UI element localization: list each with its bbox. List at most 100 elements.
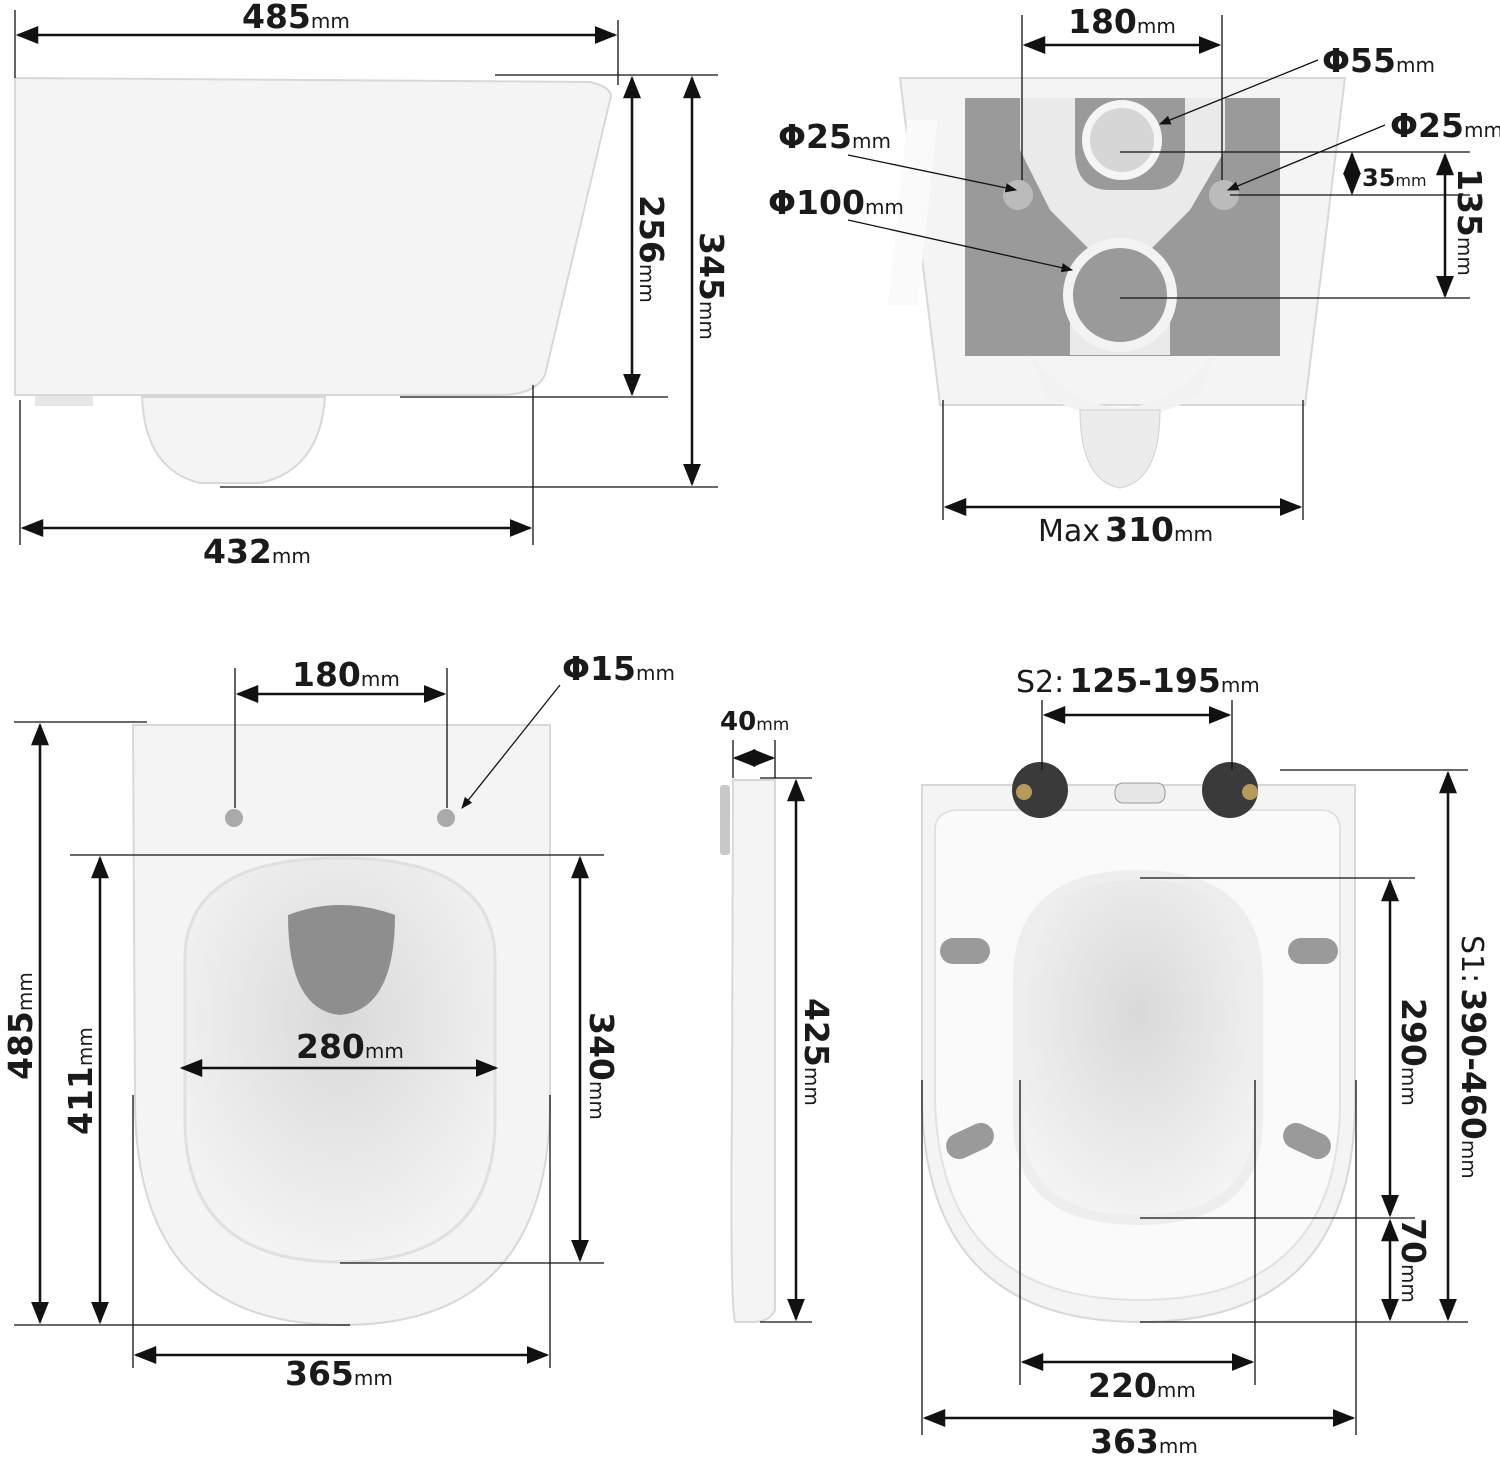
- dimension-label-part: S2:: [1016, 665, 1064, 700]
- bolt-hole-left: [1003, 180, 1033, 210]
- dimension-label-part: 425: [797, 998, 836, 1067]
- dimension-label: 180mm: [1068, 2, 1176, 41]
- dimension-label-part: mm: [361, 667, 400, 691]
- dimension-line: [1226, 124, 1386, 191]
- side-length-top-label: 485mm: [242, 0, 350, 36]
- drawing-shape: [1114, 782, 1166, 804]
- dimension-label: 180mm: [292, 655, 400, 694]
- dimension-line: [847, 219, 1074, 273]
- toilet-body-side: [14, 76, 612, 396]
- dimension-label-part: 280: [296, 1027, 365, 1066]
- dimension-label-part: 365: [285, 1354, 354, 1393]
- dimension-label: S2: 125-195mm: [1016, 661, 1260, 700]
- dimension-label-part: Φ25: [1390, 106, 1464, 145]
- dimension-label-part: mm: [1221, 673, 1260, 697]
- inlet-hole: [1082, 100, 1162, 180]
- dimension-label-part: mm: [1397, 1067, 1421, 1106]
- dimension-label-part: 35: [1362, 164, 1395, 192]
- dimension-label-part: 135: [1450, 168, 1489, 237]
- dimension-label-part: S1:: [1454, 935, 1489, 983]
- dimension-label-part: 432: [203, 532, 272, 571]
- dimension-label-part: 125-195: [1069, 661, 1220, 700]
- dimension-label: Φ55mm: [1322, 41, 1435, 80]
- dimension-label-part: Φ25: [778, 117, 852, 156]
- dimension-label: S1: 390-460mm: [1454, 935, 1493, 1179]
- dimension-label: 290mm: [1394, 998, 1433, 1106]
- drawing-shape: [1079, 409, 1161, 489]
- dimension-label-part: mm: [1457, 1140, 1481, 1179]
- dimension-label: 280mm: [296, 1027, 404, 1066]
- seat-opening: [1013, 869, 1263, 1226]
- dimension-label: Φ25mm: [778, 117, 891, 156]
- dimension-label-part: mm: [354, 1366, 393, 1390]
- dimension-label: Φ25mm: [1390, 106, 1500, 145]
- seat-bumper: [940, 938, 990, 964]
- dimension-label-part: mm: [73, 1027, 97, 1066]
- dimension-label-part: mm: [13, 972, 37, 1011]
- dimension-label-part: mm: [272, 544, 311, 568]
- drawing-shape: [1030, 355, 1215, 418]
- dimension-label-part: mm: [1453, 237, 1477, 276]
- dimension-label-part: mm: [635, 264, 659, 303]
- dimension-label-part: mm: [1464, 118, 1500, 142]
- side-height-total-label: 345mm: [692, 232, 731, 340]
- dimension-label-part: 256: [632, 195, 671, 264]
- dimension-label-part: mm: [852, 129, 891, 153]
- dimension-label-part: 340: [582, 1012, 621, 1081]
- dimension-label-part: Φ55: [1322, 41, 1396, 80]
- top-view: 180mm Φ15mm 485mm 411mm 280mm 340mm 365m…: [1, 649, 675, 1393]
- dimension-label-part: 485: [1, 1011, 40, 1080]
- dimension-label-part: 345: [692, 232, 731, 301]
- dimension-label-part: mm: [1159, 1434, 1198, 1458]
- dimension-label-part: 310: [1105, 510, 1174, 549]
- seat-hole-left: [225, 809, 243, 827]
- dimension-label-part: 363: [1090, 1422, 1159, 1458]
- dimension-label-part: Φ15: [562, 649, 636, 688]
- dimension-label-part: mm: [636, 661, 675, 685]
- dimension-label-part: 180: [1068, 2, 1137, 41]
- seat-hole-right: [437, 809, 455, 827]
- dimension-label-part: mm: [695, 301, 719, 340]
- dimension-label: 40mm: [720, 707, 789, 737]
- seat-side-profile: [730, 779, 776, 1323]
- dimension-label: Φ15mm: [562, 649, 675, 688]
- hinge-right: [1202, 762, 1258, 818]
- seat-top-view: S2: 125-195mm S1: 390-460mm 290mm 70mm 2…: [921, 661, 1493, 1458]
- dimension-label: 485mm: [1, 972, 40, 1080]
- dimension-label: 220mm: [1088, 1366, 1196, 1405]
- dimension-label: 70mm: [1394, 1218, 1433, 1303]
- dimension-label-part: 220: [1088, 1366, 1157, 1405]
- dimension-label-part: mm: [1395, 171, 1426, 190]
- dimension-label: 363mm: [1090, 1422, 1198, 1458]
- dimension-label-part: mm: [865, 195, 904, 219]
- dimension-label: Φ100mm: [768, 183, 904, 222]
- side-height-body-label: 256mm: [632, 195, 671, 303]
- drawing-shape: [1020, 98, 1225, 355]
- dimension-label-part: mm: [1397, 1264, 1421, 1303]
- seat-bumper: [1288, 938, 1338, 964]
- dimension-label-part: mm: [1396, 53, 1435, 77]
- dimension-label-part: 180: [292, 655, 361, 694]
- dimension-label-part: 390-460: [1454, 988, 1493, 1139]
- dimension-label: Max 310mm: [1038, 510, 1213, 549]
- dimension-label-part: mm: [585, 1081, 609, 1120]
- drawing-shape: [288, 905, 395, 1015]
- dimension-label: 340mm: [582, 1012, 621, 1120]
- dimension-label-part: mm: [1137, 14, 1176, 38]
- dimension-label-part: Max: [1038, 514, 1100, 549]
- dimension-label-part: 40: [720, 707, 756, 737]
- rear-view: 180mm Φ55mm Φ25mm Φ25mm 35mm 135mm Φ100m…: [768, 2, 1500, 549]
- hinge-left: [1012, 762, 1068, 818]
- seat-hinge-side: [720, 785, 730, 855]
- dimension-label-part: 70: [1394, 1218, 1433, 1264]
- dimension-label-part: 290: [1394, 998, 1433, 1067]
- seat-bumper: [1283, 1122, 1331, 1160]
- dimension-label-part: mm: [1174, 522, 1213, 546]
- dimension-label-part: Φ100: [768, 183, 865, 222]
- dimension-label-part: mm: [800, 1067, 824, 1106]
- dimension-label: 411mm: [61, 1027, 100, 1135]
- drawing-shape: [1016, 784, 1032, 800]
- toilet-trap-side: [140, 396, 327, 484]
- dimension-label-part: mm: [1157, 1378, 1196, 1402]
- dimension-label: 425mm: [797, 998, 836, 1106]
